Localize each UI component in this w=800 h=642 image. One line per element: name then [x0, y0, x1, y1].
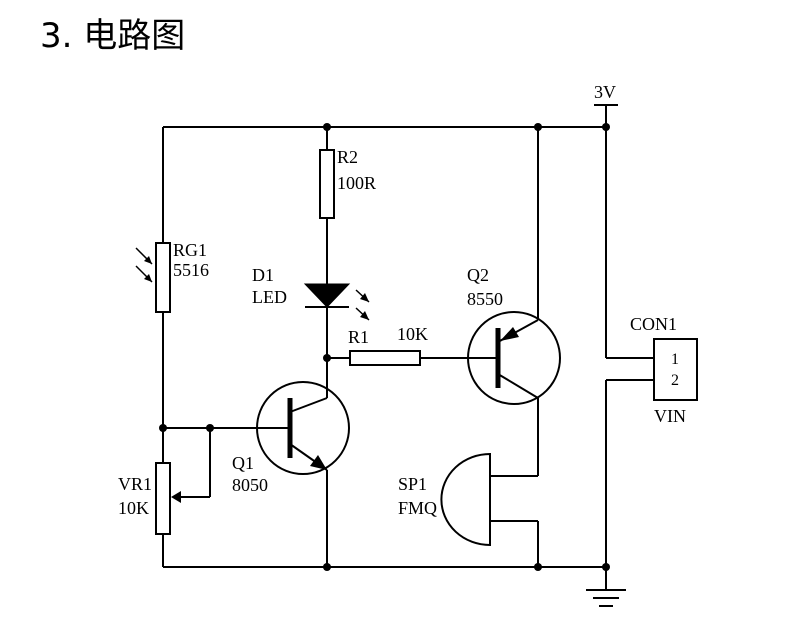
q2-value: 8550: [467, 289, 503, 309]
sp1-value: FMQ: [398, 498, 437, 518]
transistor-q2: Q2 8550: [467, 265, 561, 405]
sp1-ref: SP1: [398, 474, 427, 494]
resistor-body: [319, 149, 335, 219]
vr1-ref: VR1: [118, 474, 152, 494]
junction-dot: [159, 424, 167, 432]
junction-dot: [323, 563, 331, 571]
r2-ref: R2: [337, 147, 358, 167]
junction-dot: [323, 123, 331, 131]
transistor-q1: Q1 8050: [232, 381, 350, 495]
resistor-r1: R1 10K: [348, 324, 428, 366]
r2-value: 100R: [337, 173, 376, 193]
emission-arrowhead: [360, 311, 369, 320]
q1-ref: Q1: [232, 453, 254, 473]
transistor-circle: [256, 381, 350, 475]
transistor-collector: [289, 397, 328, 413]
supply-symbol: 3V: [594, 82, 618, 106]
junction-dot: [206, 424, 214, 432]
r1-ref: R1: [348, 327, 369, 347]
emitter-arrowhead: [500, 327, 519, 341]
junction-dot: [534, 563, 542, 571]
resistor-r2: R2 100R: [319, 147, 376, 219]
q1-value: 8050: [232, 475, 268, 495]
photoresistor-body: [155, 242, 171, 313]
con1-pin1: 1: [671, 351, 679, 368]
vr1-value: 10K: [118, 498, 149, 518]
emission-arrowhead: [360, 293, 369, 302]
con1-pin2: 2: [671, 372, 679, 389]
d1-ref: D1: [252, 265, 274, 285]
light-arrowhead: [144, 256, 152, 264]
light-arrowhead: [144, 274, 152, 282]
con1-name: VIN: [654, 406, 686, 426]
buzzer-sp1: SP1 FMQ: [398, 452, 491, 547]
rg1-value: 5516: [173, 260, 209, 280]
junction-dot: [534, 123, 542, 131]
junction-dot: [602, 123, 610, 131]
potentiometer-body: [155, 462, 171, 535]
emitter-arrowhead: [310, 455, 327, 470]
q2-ref: Q2: [467, 265, 489, 285]
junctions: [159, 123, 610, 571]
rg1-ref: RG1: [173, 240, 207, 260]
con1-ref: CON1: [630, 314, 677, 334]
diode-triangle: [303, 283, 351, 308]
led-d1: D1 LED: [252, 265, 370, 321]
potentiometer-vr1: VR1 10K: [118, 462, 181, 535]
transistor-circle: [467, 311, 561, 405]
r1-value: 10K: [397, 324, 428, 344]
junction-dot: [602, 563, 610, 571]
transistor-collector: [497, 373, 539, 399]
connector-con1: 1 2 CON1 VIN: [630, 314, 698, 426]
resistor-body: [349, 350, 421, 366]
supply-label: 3V: [594, 82, 616, 102]
connector-body: [653, 338, 698, 401]
junction-dot: [323, 354, 331, 362]
wiper-arrowhead: [171, 491, 181, 503]
ground-symbol: [586, 589, 626, 607]
d1-value: LED: [252, 287, 287, 307]
photoresistor-rg1: RG1 5516: [135, 240, 209, 313]
buzzer-body: [440, 452, 491, 547]
page-title: 3. 电路图: [40, 16, 186, 56]
